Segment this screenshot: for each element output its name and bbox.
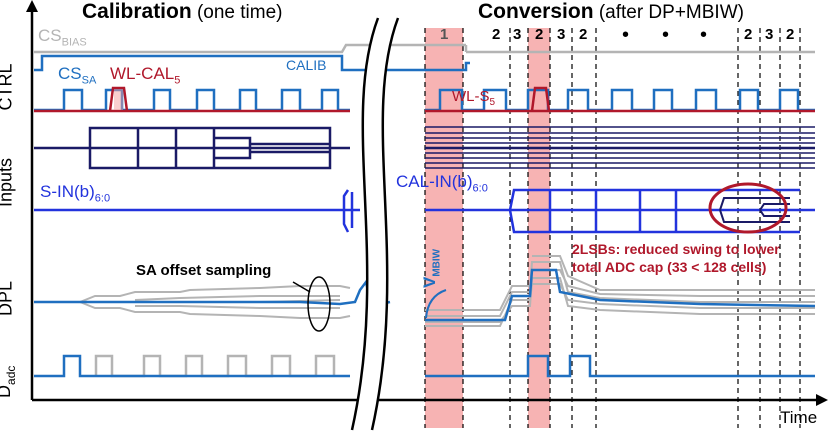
cs-bias-trace — [34, 43, 815, 54]
step-label: 2 — [535, 26, 544, 43]
step-label: 2 — [492, 26, 501, 43]
cal-in-label: CAL-IN(b)6:0 — [396, 172, 488, 195]
inputs-bus-conversion — [425, 126, 815, 169]
dadc-grey-trace — [94, 354, 336, 378]
ellipsis-dot: • — [700, 24, 708, 46]
cs-bias-label: CSBIAS — [38, 26, 87, 49]
row-label-inputs: Inputs — [0, 157, 16, 208]
time-axis-label: Time — [780, 408, 818, 427]
wl-cal-pulse-fill — [114, 89, 123, 110]
dadc-blue-trace — [34, 354, 815, 378]
step-label: 2 — [786, 26, 795, 43]
v-mbiw-arc — [425, 289, 447, 319]
sa-offset-ellipse — [307, 276, 331, 332]
time-break-symbol — [350, 14, 400, 433]
step-label: 1 — [440, 26, 449, 43]
sa-offset-pointer — [292, 281, 311, 293]
phase-1-highlight — [425, 28, 463, 428]
calib-label: CALIB — [286, 57, 327, 73]
dpl-grey-traces — [34, 255, 815, 327]
wl-trace — [34, 86, 815, 113]
wl-s-label: WL-S5 — [452, 88, 496, 108]
conversion-title: Conversion (after DP+MBIW) — [478, 0, 744, 23]
step-label: 2 — [744, 26, 753, 43]
step-label: 3 — [765, 26, 774, 43]
row-label-ctrl: CTRL — [0, 63, 16, 111]
phase-2-highlight — [528, 28, 550, 428]
ellipsis-dot: • — [662, 24, 670, 46]
v-mbiw-label: VMBIW — [420, 248, 443, 288]
sa-offset-annotation: SA offset sampling — [136, 262, 272, 279]
wl-cal-label: WL-CAL5 — [110, 64, 181, 87]
inputs-bus — [34, 126, 815, 170]
row-label-dadc: Dadc — [0, 365, 18, 398]
ellipsis-dot: • — [622, 24, 630, 46]
lsb-annotation: 2LSBs: reduced swing to lower total ADC … — [572, 241, 780, 275]
calibration-title: Calibration (one time) — [82, 0, 283, 23]
step-label: 2 — [579, 26, 588, 43]
s-in-trace — [34, 188, 815, 234]
cs-sa-label: CSSA — [58, 64, 97, 87]
step-label: 3 — [557, 26, 566, 43]
lsb-highlight-ellipse — [708, 182, 788, 234]
cal-in-fine-trace — [719, 197, 790, 223]
calib-trace — [34, 54, 470, 72]
axes — [26, 0, 828, 406]
s-in-label: S-IN(b)6:0 — [40, 182, 111, 205]
row-label-dpl: DPL — [0, 281, 16, 317]
step-label: 3 — [513, 26, 522, 43]
